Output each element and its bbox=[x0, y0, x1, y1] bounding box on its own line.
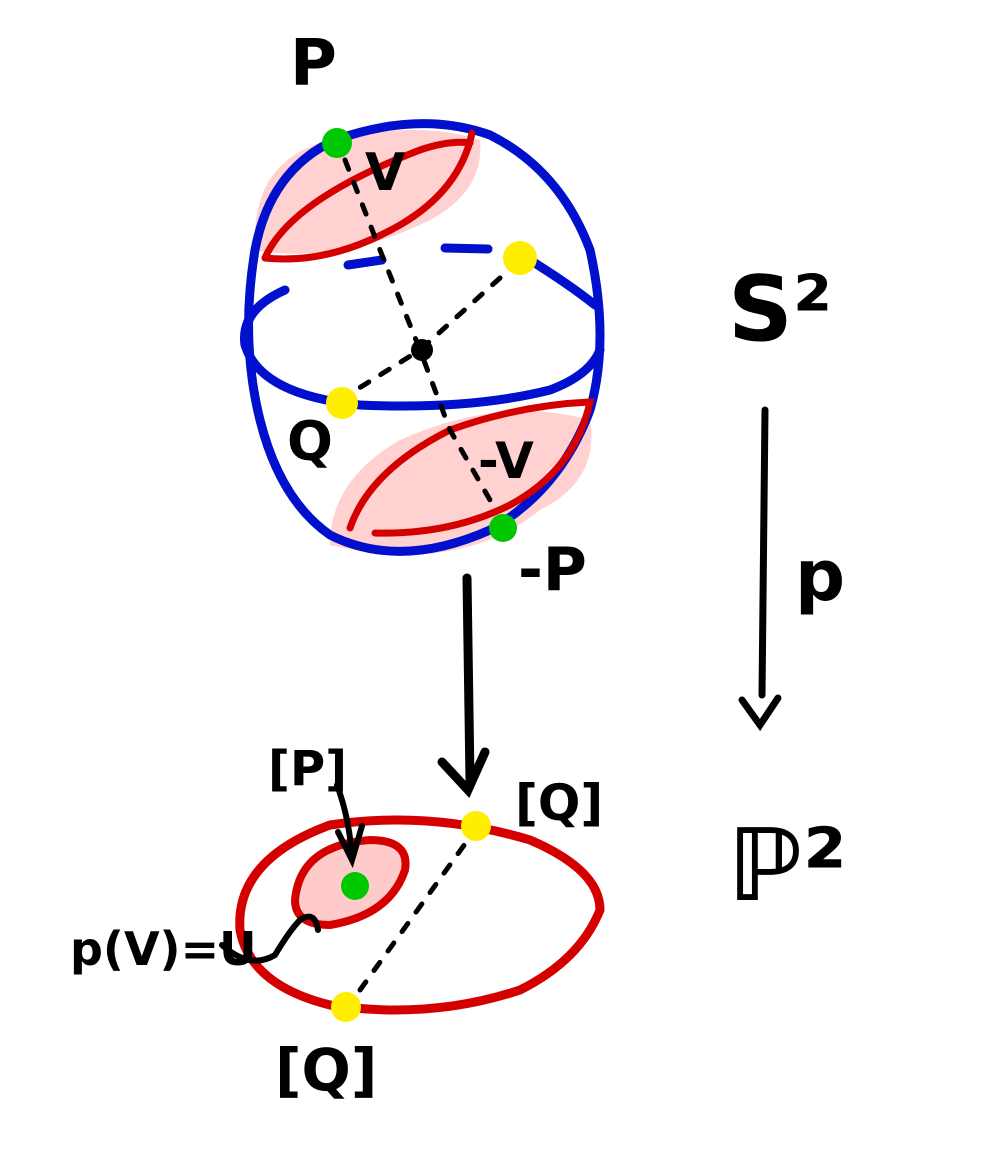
point-bracket-p bbox=[341, 872, 369, 900]
label-neg-v: -V bbox=[478, 432, 534, 490]
point-neg-q bbox=[503, 241, 537, 275]
upper-cap-shade bbox=[254, 130, 592, 555]
label-bracket-q-top: [Q] bbox=[515, 774, 603, 832]
map-arrow-right bbox=[738, 406, 782, 732]
equator-back bbox=[343, 243, 600, 310]
point-bracket-q-bottom bbox=[331, 992, 361, 1022]
arrow-to-u bbox=[219, 913, 321, 964]
lower-circle bbox=[346, 398, 595, 537]
label-map-p: p bbox=[795, 535, 845, 617]
point-p bbox=[322, 128, 352, 158]
map-arrow-center bbox=[437, 573, 490, 799]
label-q: Q bbox=[287, 410, 333, 473]
label-v: V bbox=[365, 143, 405, 203]
label-p: P bbox=[290, 27, 337, 101]
label-bracket-p: [P] bbox=[268, 741, 347, 797]
label-bracket-q-bottom: [Q] bbox=[275, 1036, 377, 1104]
label-pv-u: p(V)=U bbox=[70, 922, 256, 976]
point-q bbox=[326, 387, 358, 419]
center-point bbox=[411, 339, 433, 361]
arrow-to-p bbox=[334, 782, 365, 869]
point-bracket-q-top bbox=[461, 811, 491, 841]
upper-circle bbox=[261, 129, 476, 263]
label-p2: ℙ² bbox=[728, 807, 847, 924]
label-s2: S² bbox=[728, 257, 832, 362]
equator-front bbox=[240, 285, 605, 411]
p2-disk bbox=[235, 815, 605, 1015]
label-neg-p: -P bbox=[518, 535, 587, 605]
point-neg-p bbox=[489, 514, 517, 542]
